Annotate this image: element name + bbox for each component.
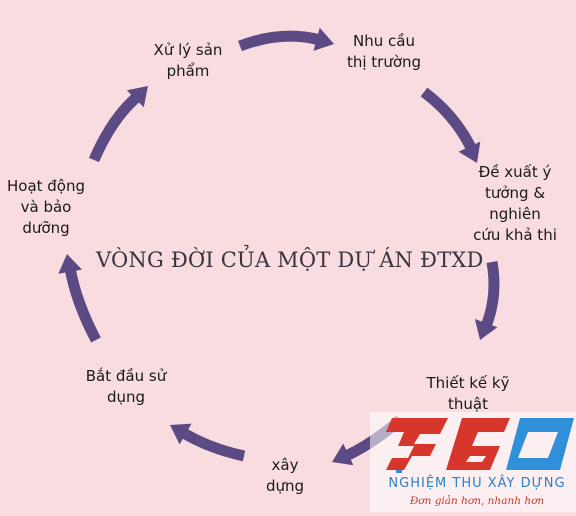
arrow-hoat-dong-to-xu-ly (88, 86, 148, 163)
stage-nhu-cau-thi-truong: Nhu cầu thị trường (346, 32, 422, 71)
stage-thiet-ke-ky-thuat: Thiết kế kỹ thuật (426, 374, 510, 413)
arrow-xay-dung-to-bat-dau (170, 423, 246, 462)
diagram-title: VÒNG ĐỜI CỦA MỘT DỰ ÁN ĐTXD (96, 248, 484, 272)
brand-tagline: Đơn giản hơn, nhanh hơn (409, 495, 545, 507)
brand-name: NGHIỆM THU XÂY DỰNG (388, 476, 566, 491)
stage-hoat-dong-va-bao-duong: Hoạt động và bảo dưỡng (6, 177, 86, 237)
arrow-xu-ly-to-nhu-cau (238, 27, 334, 52)
stage-xu-ly-san-pham: Xử lý sản phẩm (153, 41, 223, 80)
arrow-de-xuat-to-thiet-ke (474, 261, 500, 340)
arrow-bat-dau-to-hoat-dong (58, 254, 101, 343)
arrow-thiet-ke-to-xay-dung (332, 415, 404, 466)
stage-xay-dung: xây dựng (265, 456, 305, 495)
stage-bat-dau-su-dung: Bắt đầu sử dụng (85, 367, 167, 406)
stage-de-xuat-y-tuong: Đề xuất ý tưởng & nghiên cứu khả thi (473, 163, 557, 244)
arrow-nhu-cau-to-de-xuat (420, 87, 481, 163)
